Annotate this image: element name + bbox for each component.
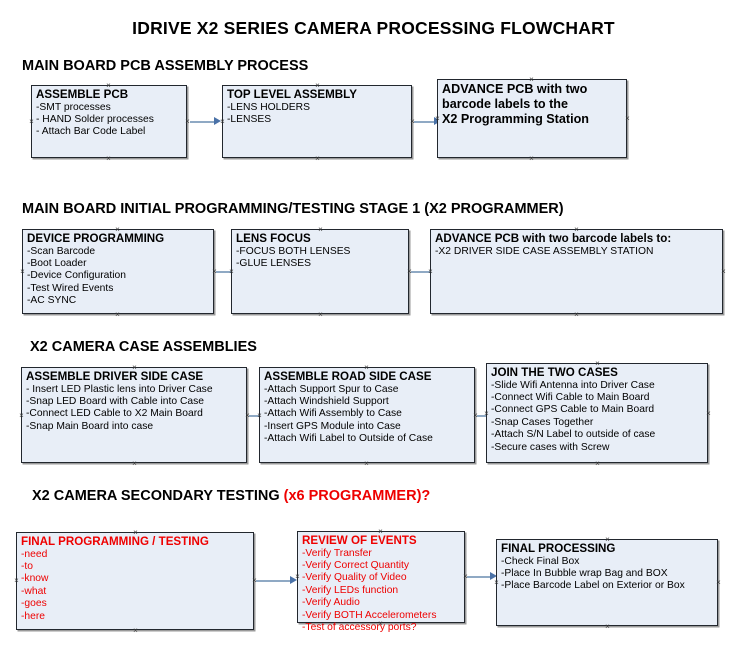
box-line: -Connect Wifi Cable to Main Board	[491, 391, 650, 403]
box-header: ASSEMBLE ROAD SIDE CASE	[264, 370, 432, 383]
connector-line	[249, 415, 265, 417]
box-final-programming-testing[interactable]: FINAL PROGRAMMING / TESTING -need -to -k…	[16, 532, 254, 630]
box-line: -Attach Support Spur to Case	[264, 383, 399, 395]
connector-line	[467, 576, 492, 578]
connector-line	[256, 580, 292, 582]
box-line: -Verify LEDs function	[302, 584, 399, 596]
box-line: -Verify BOTH Accelerometers	[302, 609, 437, 621]
box-line: -X2 DRIVER SIDE CASE ASSEMBLY STATION	[435, 245, 654, 257]
box-header: ADVANCE PCB with two barcode labels to:	[435, 232, 672, 245]
box-line: -GLUE LENSES	[236, 257, 311, 269]
box-line: -Verify Correct Quantity	[302, 559, 410, 571]
box-line: -Scan Barcode	[27, 245, 96, 257]
box-line: -Place In Bubble wrap Bag and BOX	[501, 567, 668, 579]
box-header-line2: barcode labels to the	[442, 97, 568, 111]
section-label: MAIN BOARD INITIAL PROGRAMMING/TESTING S…	[22, 201, 564, 217]
box-header: FINAL PROGRAMMING / TESTING	[21, 535, 209, 548]
box-assemble-driver-side-case[interactable]: ASSEMBLE DRIVER SIDE CASE - Insert LED P…	[21, 367, 247, 463]
box-line: -LENS HOLDERS	[227, 101, 310, 113]
box-line: -Verify Quality of Video	[302, 572, 407, 584]
box-line: -Snap LED Board with Cable into Case	[26, 395, 205, 407]
box-line: -AC SYNC	[27, 295, 77, 307]
box-line: -Verify Transfer	[302, 547, 372, 559]
box-header: ASSEMBLE DRIVER SIDE CASE	[26, 370, 204, 383]
box-line: - HAND Solder processes	[36, 113, 154, 125]
box-line: -Test Wired Events	[27, 282, 114, 294]
section-label: MAIN BOARD PCB ASSEMBLY PROCESS	[22, 58, 309, 74]
connector-line	[190, 121, 215, 123]
box-line: -need	[21, 548, 48, 560]
page-title: IDRIVE X2 SERIES CAMERA PROCESSING FLOWC…	[132, 18, 615, 38]
box-line: -Insert GPS Module into Case	[264, 420, 401, 432]
box-top-level-assembly[interactable]: TOP LEVEL ASSEMBLY -LENS HOLDERS -LENSES	[222, 85, 412, 158]
box-line-overflow: -Test of accessory ports?	[302, 621, 417, 633]
box-line: - Insert LED Plastic lens into Driver Ca…	[26, 383, 213, 395]
box-header: DEVICE PROGRAMMING	[27, 232, 165, 245]
box-line: -Secure cases with Screw	[491, 441, 610, 453]
connector-line	[216, 271, 240, 273]
box-final-processing[interactable]: FINAL PROCESSING -Check Final Box -Place…	[496, 539, 718, 626]
section-header-case-assemblies: X2 CAMERA CASE ASSEMBLIES	[30, 339, 257, 355]
box-header: ASSEMBLE PCB	[36, 88, 129, 101]
arrow-head-icon	[290, 576, 297, 584]
arrow-head-icon	[490, 572, 497, 580]
box-header: FINAL PROCESSING	[501, 542, 616, 555]
box-lens-focus[interactable]: LENS FOCUS -FOCUS BOTH LENSES -GLUE LENS…	[231, 229, 409, 314]
section-header-pcb-assembly: MAIN BOARD PCB ASSEMBLY PROCESS	[22, 58, 308, 74]
box-line: -Connect LED Cable to X2 Main Board	[26, 408, 203, 420]
box-line: - Attach Bar Code Label	[36, 126, 146, 138]
box-device-programming[interactable]: DEVICE PROGRAMMING -Scan Barcode -Boot L…	[22, 229, 214, 314]
box-line: -SMT processes	[36, 101, 111, 113]
box-line: -Snap Main Board into case	[26, 420, 154, 432]
box-line: -Device Configuration	[27, 270, 127, 282]
box-assemble-pcb[interactable]: ASSEMBLE PCB -SMT processes - HAND Solde…	[31, 85, 187, 158]
box-header: TOP LEVEL ASSEMBLY	[227, 88, 357, 101]
box-line: -Snap Cases Together	[491, 416, 594, 428]
connector-line	[414, 121, 436, 123]
box-advance-pcb-driver-side[interactable]: ADVANCE PCB with two barcode labels to: …	[430, 229, 723, 314]
box-advance-pcb-x2-station[interactable]: ADVANCE PCB with two barcode labels to t…	[437, 79, 627, 158]
arrow-head-icon	[214, 117, 221, 125]
box-line: -Verify Audio	[302, 597, 360, 609]
box-line: -Place Barcode Label on Exterior or Box	[501, 580, 685, 592]
box-line: -Attach Wifi Label to Outside of Case	[264, 433, 433, 445]
box-review-of-events[interactable]: REVIEW OF EVENTS -Verify Transfer -Verif…	[297, 531, 465, 633]
box-line: -what	[21, 585, 47, 597]
box-line: -LENSES	[227, 113, 272, 125]
box-header: LENS FOCUS	[236, 232, 311, 245]
box-header: JOIN THE TWO CASES	[491, 366, 618, 379]
box-header: REVIEW OF EVENTS	[302, 534, 417, 547]
section-label-red: (x6 PROGRAMMER)?	[283, 488, 431, 504]
box-line: -Attach Wifi Assembly to Case	[264, 408, 402, 420]
connector-line	[411, 271, 433, 273]
box-line: -here	[21, 610, 46, 622]
box-line: -know	[21, 573, 49, 585]
section-label: X2 CAMERA SECONDARY TESTING	[32, 488, 280, 504]
box-header-line3: X2 Programming Station	[442, 112, 589, 126]
box-line: -Attach S/N Label to outside of case	[491, 429, 656, 441]
section-header-secondary-testing: X2 CAMERA SECONDARY TESTING (x6 PROGRAMM…	[32, 488, 430, 504]
section-label: X2 CAMERA CASE ASSEMBLIES	[30, 339, 257, 355]
box-line: -goes	[21, 598, 47, 610]
box-assemble-road-side-case[interactable]: ASSEMBLE ROAD SIDE CASE -Attach Support …	[259, 367, 475, 463]
section-header-initial-programming: MAIN BOARD INITIAL PROGRAMMING/TESTING S…	[22, 201, 564, 217]
box-line: -Connect GPS Cable to Main Board	[491, 404, 655, 416]
connector-line	[477, 415, 493, 417]
box-line: -FOCUS BOTH LENSES	[236, 245, 351, 257]
box-line: -Check Final Box	[501, 555, 580, 567]
box-header: ADVANCE PCB with two	[442, 82, 588, 96]
box-line: -Slide Wifi Antenna into Driver Case	[491, 379, 655, 391]
box-join-the-two-cases[interactable]: JOIN THE TWO CASES -Slide Wifi Antenna i…	[486, 363, 708, 463]
box-line: -to	[21, 560, 34, 572]
box-line: -Boot Loader	[27, 257, 87, 269]
box-line: -Attach Windshield Support	[264, 395, 389, 407]
